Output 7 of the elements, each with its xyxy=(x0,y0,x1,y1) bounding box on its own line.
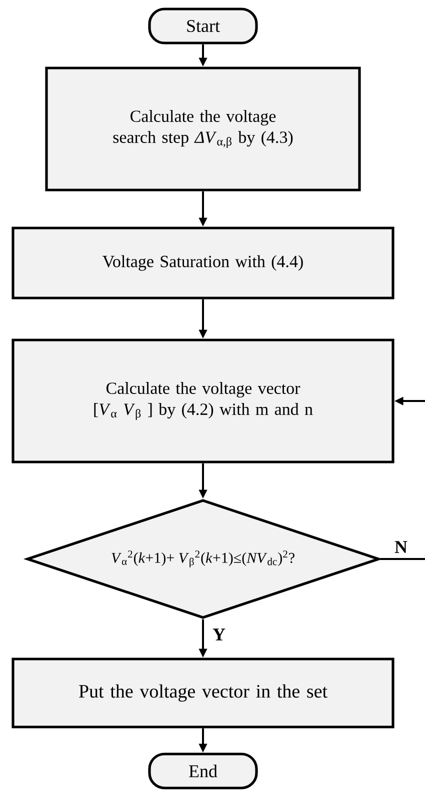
edge-label: N xyxy=(394,541,408,553)
terminal-oval: End xyxy=(148,752,258,790)
process-box: Voltage Saturation with (4.4) xyxy=(12,226,394,300)
process-box: Put the voltage vector in the set xyxy=(12,658,394,728)
edge-label: Y xyxy=(212,628,226,640)
process-box: Calculate the voltage vector [V$_{α}$ V$_{β}$ ] by (4.2) with m and n xyxy=(12,338,394,464)
process-box: Calculate the voltage search step ΔV$_{α,β}$ by (4.3) xyxy=(45,66,361,192)
